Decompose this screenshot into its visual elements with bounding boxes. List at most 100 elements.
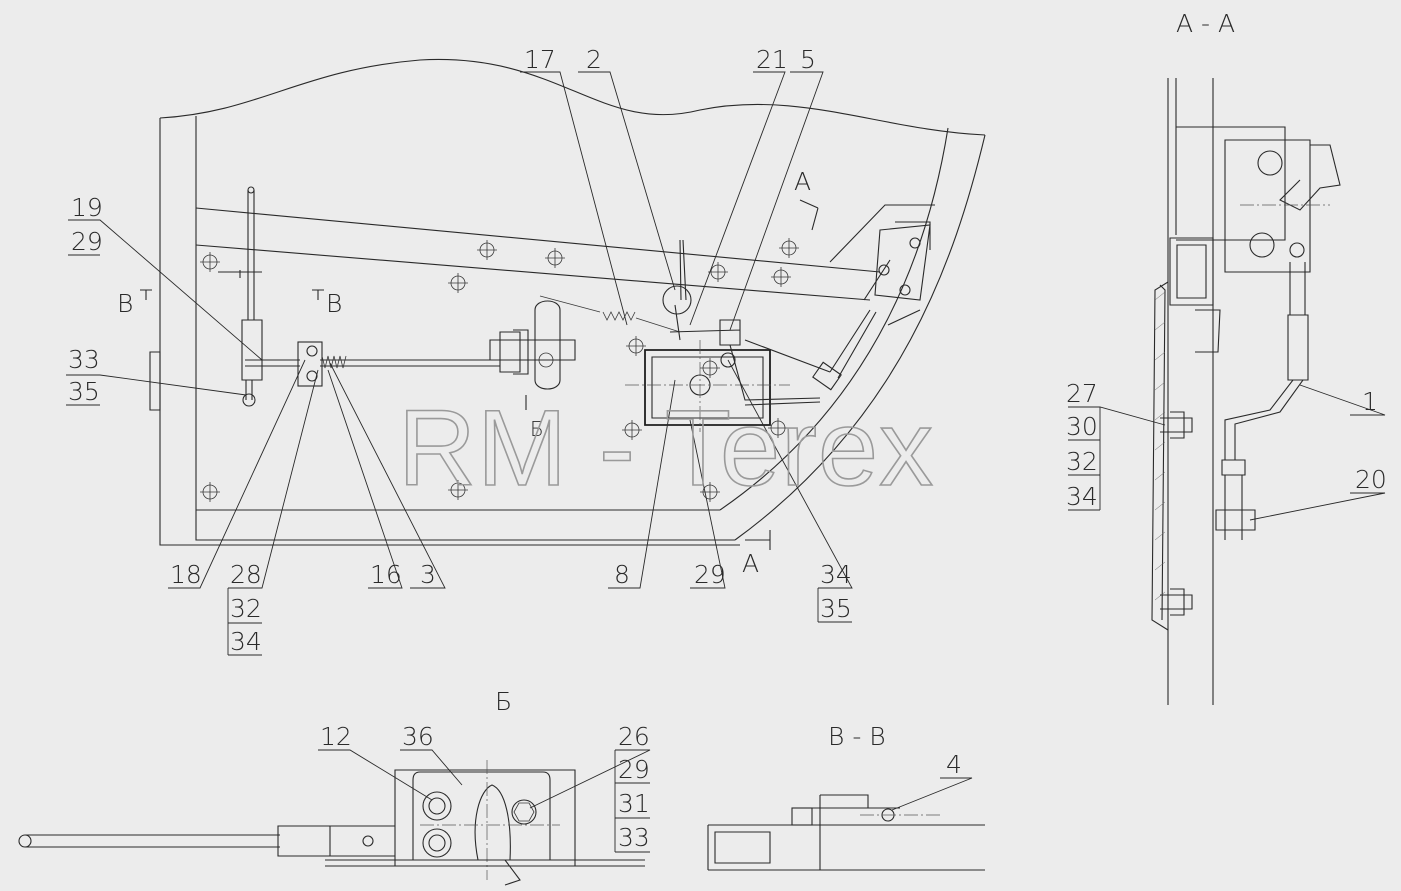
callout-3: 3 bbox=[420, 560, 436, 589]
callout-35-right: 35 bbox=[820, 594, 852, 623]
window-bracket bbox=[874, 221, 931, 301]
callout-19: 19 bbox=[71, 193, 103, 222]
b-base-plate bbox=[394, 769, 576, 867]
callout-34-right: 34 bbox=[820, 560, 852, 589]
cut-marker-v-left bbox=[140, 289, 152, 300]
door-panel-right-edge bbox=[719, 127, 986, 541]
callout-26: 26 bbox=[618, 722, 650, 751]
callout-leaders bbox=[66, 71, 1386, 811]
b-rod-end bbox=[18, 834, 32, 848]
callout-21: 21 bbox=[756, 45, 788, 74]
callout-33-left: 33 bbox=[68, 345, 100, 374]
aa-hollow-section bbox=[1169, 237, 1214, 306]
callout-32-left: 32 bbox=[230, 594, 262, 623]
aa-pin bbox=[1289, 242, 1305, 258]
rod-top-eye bbox=[247, 186, 255, 194]
b-latch-hook bbox=[474, 784, 521, 886]
rod-bracket bbox=[218, 270, 262, 278]
callout-12: 12 bbox=[320, 722, 352, 751]
oval-slot bbox=[534, 300, 561, 390]
upper-rail bbox=[195, 207, 881, 301]
callout-16: 16 bbox=[370, 560, 402, 589]
b-bolt-upper-outer bbox=[422, 791, 452, 821]
aa-bolt-lower bbox=[1249, 232, 1275, 258]
cut-label-a-bottom: А bbox=[742, 549, 759, 578]
section-label-v-v: В - В bbox=[828, 722, 886, 751]
callout-numbers: 17 2 21 5 19 29 33 35 18 28 32 34 16 3 8… bbox=[68, 45, 1387, 852]
aa-rod-end bbox=[1221, 459, 1246, 540]
vertical-rod bbox=[241, 190, 263, 400]
lock-body bbox=[644, 349, 771, 426]
callout-31: 31 bbox=[618, 789, 650, 818]
aa-bolt-lower-mount bbox=[1160, 588, 1193, 616]
rod-clamp-block bbox=[297, 341, 323, 387]
callout-36: 36 bbox=[402, 722, 434, 751]
aa-bolt-upper bbox=[1257, 150, 1283, 176]
tension-spring bbox=[539, 295, 681, 333]
cut-marker-a-bottom bbox=[745, 530, 771, 550]
aa-bolt-upper-mount bbox=[1160, 411, 1193, 439]
aa-lock-case bbox=[1224, 139, 1311, 273]
b-nut bbox=[511, 799, 537, 825]
clamp-bolt-bottom bbox=[306, 370, 318, 382]
callout-27: 27 bbox=[1066, 379, 1098, 408]
window-bracket-bolt-1 bbox=[909, 237, 921, 249]
window-bracket-bolt-3 bbox=[899, 284, 911, 296]
section-v-v-view bbox=[707, 794, 985, 871]
aa-pillar bbox=[1167, 78, 1214, 705]
rod-bottom-eye bbox=[242, 393, 256, 407]
callout-stack-dividers bbox=[66, 254, 1101, 853]
b-rod bbox=[25, 834, 280, 848]
b-rod-sleeve bbox=[277, 825, 395, 857]
cut-marker-a-top bbox=[799, 199, 819, 231]
aa-z-rod bbox=[1224, 262, 1309, 460]
callout-30: 30 bbox=[1066, 412, 1098, 441]
push-rod-fitting bbox=[812, 361, 842, 391]
watermark: RM - Terex bbox=[398, 387, 934, 508]
callout-1: 1 bbox=[1362, 387, 1378, 416]
lock-centerlines bbox=[625, 340, 790, 432]
vv-bracket bbox=[791, 807, 813, 826]
callout-29-mid: 29 bbox=[694, 560, 726, 589]
cut-label-b: Б bbox=[530, 417, 544, 441]
section-label-b: Б bbox=[495, 687, 512, 716]
window-frame bbox=[829, 204, 935, 326]
handle-knob bbox=[662, 285, 692, 315]
b-nut-hex bbox=[513, 802, 535, 822]
b-bolt-upper-inner bbox=[428, 797, 446, 815]
aa-plate bbox=[1176, 126, 1286, 241]
callout-5: 5 bbox=[800, 45, 816, 74]
section-label-a-a: А - А bbox=[1176, 9, 1235, 38]
diagonal-push-rod bbox=[744, 259, 891, 379]
b-lock-plate bbox=[412, 771, 551, 861]
window-bracket-bolt-2 bbox=[878, 264, 890, 276]
b-bolt-lower-inner bbox=[428, 834, 446, 852]
callout-17: 17 bbox=[524, 45, 556, 74]
lock-link-arm bbox=[669, 319, 821, 406]
aa-latch bbox=[1279, 144, 1341, 211]
vv-plate bbox=[800, 794, 900, 870]
section-a-a-view bbox=[1151, 78, 1341, 705]
b-centerlines bbox=[420, 760, 560, 880]
callout-18: 18 bbox=[170, 560, 202, 589]
clamp-bolt-top bbox=[306, 345, 318, 357]
callout-35-left: 35 bbox=[68, 377, 100, 406]
b-sleeve-pin bbox=[362, 835, 374, 847]
callout-34-left: 34 bbox=[230, 627, 262, 656]
callout-34-aa: 34 bbox=[1066, 482, 1098, 511]
aa-door-skin bbox=[1151, 281, 1169, 631]
handle-lever bbox=[674, 239, 687, 341]
cut-label-a-top: А bbox=[794, 167, 811, 196]
callout-32-aa: 32 bbox=[1066, 447, 1098, 476]
callout-29-left: 29 bbox=[71, 227, 103, 256]
callout-4: 4 bbox=[946, 750, 962, 779]
callout-20: 20 bbox=[1355, 465, 1387, 494]
section-labels: А - А Б В - В А А В В Б bbox=[117, 9, 1235, 751]
b-bolt-lower-outer bbox=[422, 828, 452, 858]
callout-33-b: 33 bbox=[618, 823, 650, 852]
view-b bbox=[18, 760, 645, 886]
callout-2: 2 bbox=[586, 45, 602, 74]
lock-pivot bbox=[720, 352, 736, 368]
b-floor-line bbox=[325, 859, 645, 867]
